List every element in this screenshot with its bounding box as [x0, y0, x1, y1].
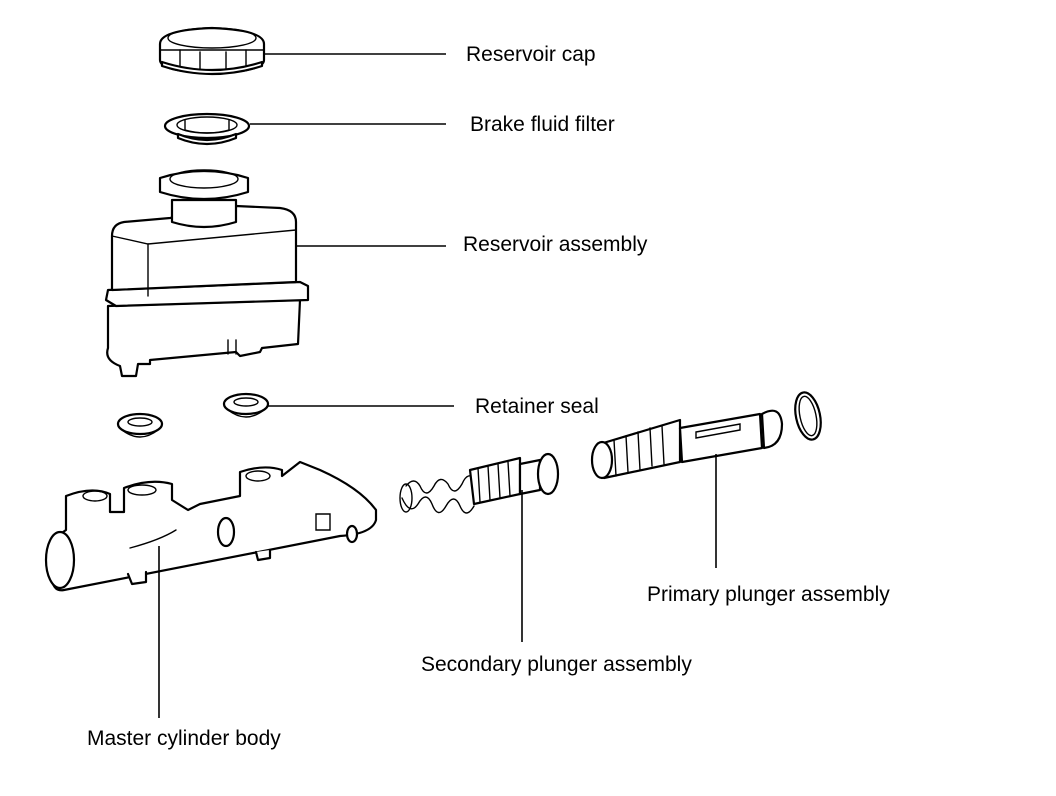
label-retainer-seal: Retainer seal [475, 395, 599, 418]
primary-plunger-assembly-part [590, 391, 822, 480]
reservoir-assembly-part [104, 169, 310, 378]
brake-fluid-filter-part [163, 112, 251, 146]
label-secondary-plunger-assembly: Secondary plunger assembly [421, 653, 692, 676]
reservoir-cap-part [158, 26, 266, 76]
label-reservoir-assembly: Reservoir assembly [463, 233, 648, 256]
master-cylinder-body-part [44, 460, 378, 592]
label-master-cylinder-body: Master cylinder body [87, 727, 281, 750]
label-primary-plunger-assembly: Primary plunger assembly [647, 583, 890, 606]
label-reservoir-cap: Reservoir cap [466, 43, 596, 66]
secondary-plunger-assembly-part [399, 452, 560, 514]
retainer-seal-right-part [222, 392, 270, 418]
label-brake-fluid-filter: Brake fluid filter [470, 113, 615, 136]
retainer-seal-left-part [116, 412, 164, 438]
